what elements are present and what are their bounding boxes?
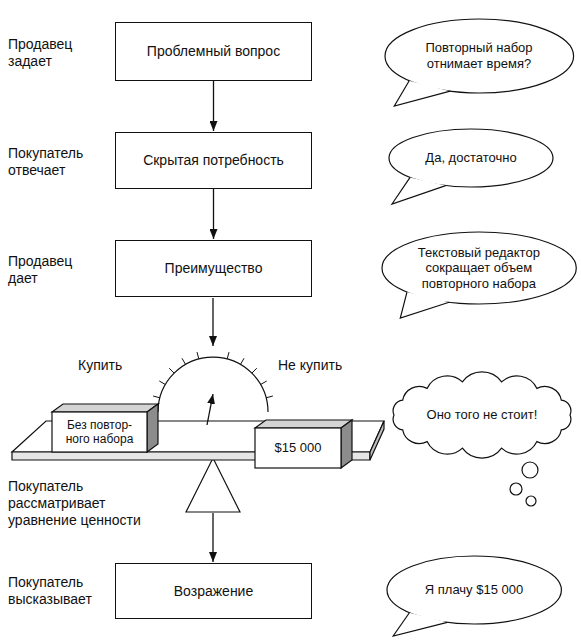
thought-cloud: Оно того не стоит! — [387, 374, 577, 456]
process-box: Преимущество — [115, 240, 312, 297]
bubble-tail — [392, 177, 446, 204]
step-label: Купить — [78, 357, 122, 374]
bubble-tail — [400, 292, 449, 318]
step-label: Покупатель рассматривает уравнение ценно… — [8, 478, 158, 528]
node-text: Повторный набор отнимает время? — [414, 40, 544, 71]
dial-ticks — [153, 352, 273, 398]
dial-pointer — [207, 394, 213, 425]
thought-dot — [526, 496, 536, 506]
block-top — [255, 420, 352, 428]
block-side — [147, 404, 158, 452]
node-text: Да, достаточно — [416, 150, 526, 166]
flow-arrow — [213, 189, 214, 239]
flow-arrow — [212, 298, 213, 346]
speech-bubble: Я плачу $15 000 — [386, 555, 562, 625]
node-text: Скрытая потребность — [123, 152, 304, 169]
step-label: Покупатель высказывает — [8, 574, 98, 608]
step-label: Покупатель отвечает — [8, 145, 98, 179]
node-text: Проблемный вопрос — [123, 43, 304, 60]
cloud-outline — [393, 372, 571, 458]
node-text: Оно того не стоит! — [422, 407, 542, 423]
bubble-tail-fill — [400, 292, 449, 318]
scale-plank-end — [370, 421, 384, 460]
bubble-tail — [394, 81, 450, 106]
flow-arrow — [212, 513, 213, 562]
thought-dot — [510, 483, 522, 495]
bubble-tail — [393, 613, 447, 636]
bubble-tail-fill — [393, 613, 447, 636]
node-text: Без повтор- ного набора — [56, 418, 143, 447]
block-front — [52, 412, 147, 452]
node-text: Преимущество — [123, 260, 304, 277]
dial-arc — [158, 357, 268, 412]
node-text: Я плачу $15 000 — [414, 582, 534, 598]
scale-pivot — [186, 458, 240, 512]
speech-bubble: Повторный набор отнимает время? — [384, 18, 575, 94]
process-box: Скрытая потребность — [115, 132, 312, 189]
step-label: Не купить — [278, 357, 342, 374]
block-front — [255, 428, 341, 468]
node-text: Возражение — [123, 583, 304, 600]
thought-dot — [522, 462, 538, 478]
block-top — [52, 404, 158, 412]
process-box: Проблемный вопрос — [115, 22, 312, 81]
node-text: Текстовый редактор сокращает объем повто… — [412, 245, 546, 292]
step-label: Продавец дает — [8, 253, 98, 287]
flow-arrow — [213, 81, 214, 131]
bubble-tail-fill — [394, 81, 450, 106]
process-box: Возражение — [115, 563, 312, 619]
node-text: $15 000 — [259, 440, 337, 456]
step-label: Продавец задает — [8, 36, 98, 70]
speech-bubble: Текстовый редактор сокращает объем повто… — [381, 231, 577, 305]
block-side — [341, 420, 352, 468]
speech-bubble: Да, достаточно — [388, 128, 554, 188]
bubble-tail-fill — [392, 177, 446, 204]
weight-block: Без повтор- ного набора — [52, 412, 147, 452]
weight-block: $15 000 — [255, 428, 341, 468]
